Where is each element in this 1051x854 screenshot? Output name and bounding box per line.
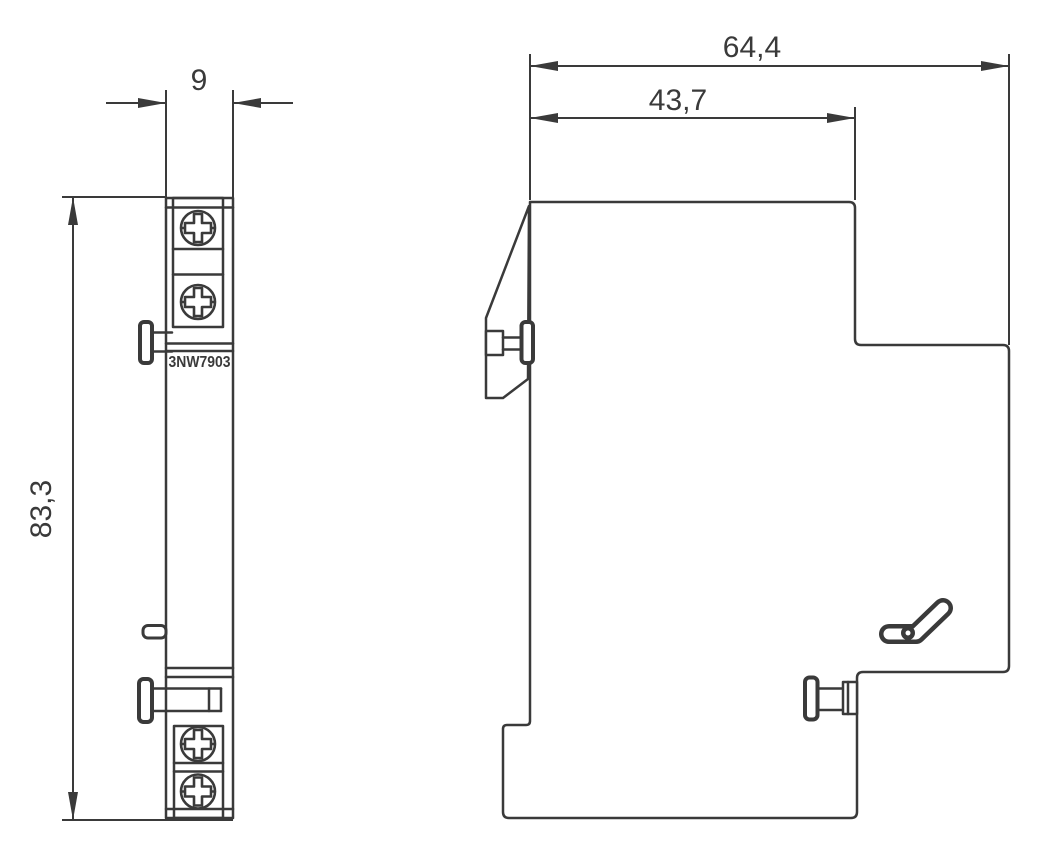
side-upper-pin-flange — [484, 329, 505, 357]
dimension-depth-43-7: 43,7 — [530, 84, 856, 200]
arrowhead — [233, 98, 261, 108]
side-view — [484, 200, 1011, 820]
dim-label-width: 9 — [191, 64, 208, 97]
arrowhead — [827, 113, 855, 123]
dim-label-upper-depth: 43,7 — [649, 84, 707, 117]
upper-screw-2 — [179, 283, 217, 321]
upper-screw-1 — [179, 209, 217, 247]
side-upper-pin-cap — [519, 320, 535, 365]
upper-pin-cap — [138, 320, 154, 365]
dimension-height-83-3: 83,3 — [25, 196, 233, 821]
side-lower-pin-flange — [841, 680, 859, 716]
din-clip-profile — [484, 204, 531, 400]
lower-screw-1 — [179, 725, 217, 763]
arrowhead — [530, 61, 558, 71]
dim-label-overall-depth: 64,4 — [723, 31, 781, 64]
arrowhead — [530, 113, 558, 123]
dim-label-height: 83,3 — [25, 480, 58, 538]
side-lower-pin-cap — [803, 675, 820, 722]
dimension-width-9: 9 — [106, 64, 293, 197]
small-latch-pin — [141, 624, 168, 640]
arrowhead — [68, 197, 78, 225]
toggle-lever — [879, 598, 953, 644]
arrowhead — [138, 98, 166, 108]
lower-plunger-cap — [137, 677, 154, 724]
dimension-depth-64-4: 64,4 — [529, 31, 1010, 345]
arrowhead — [68, 792, 78, 820]
front-upper-terminal-block — [171, 196, 225, 329]
front-view: 3NW7903 — [137, 196, 235, 820]
lower-screw-2 — [179, 773, 217, 810]
side-module-body — [501, 200, 1011, 820]
part-number-label: 3NW7903 — [169, 354, 231, 371]
arrowhead — [981, 61, 1009, 71]
lever-pivot-dot — [905, 630, 911, 636]
